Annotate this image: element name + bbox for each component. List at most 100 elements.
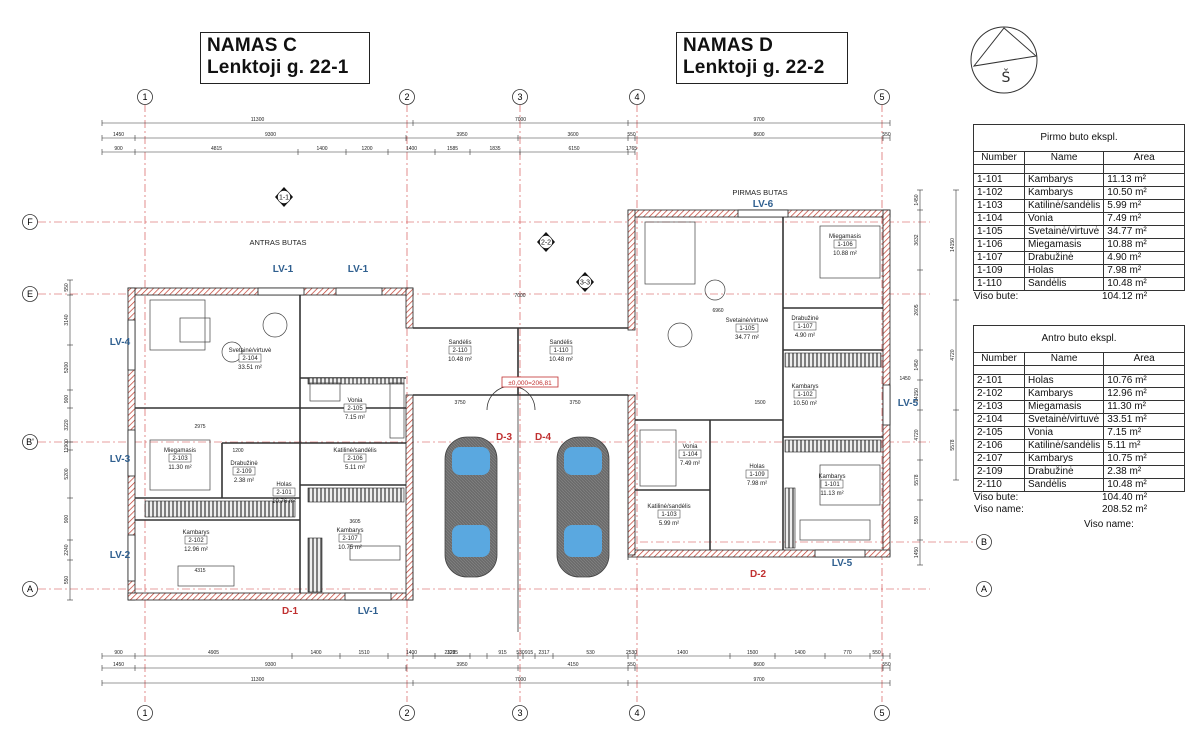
dim-right-label: 2605 [914, 304, 920, 315]
table1-header-name: Name [1023, 151, 1105, 165]
dim-top-detail-label: 1585 [447, 146, 458, 152]
table1-cell-number: 1-107 [973, 251, 1025, 265]
room-name: Svetainė/virtuvė [229, 348, 272, 354]
level-mark: ±0,000=206,81 [508, 380, 552, 387]
table2-header-name: Name [1023, 352, 1105, 366]
dim-bottom-detail-c-label: 1400 [310, 650, 321, 656]
dim-bottom-mid-label: 9300 [265, 662, 276, 668]
dim-bottom-detail-d-label: 915 [498, 650, 507, 656]
first-flat-table: Pirmo buto ekspl. Number Name Area 1-101… [973, 124, 1185, 303]
dim-inner-label: 2975 [194, 424, 205, 430]
dim-right-label: 3632 [914, 234, 920, 245]
second-flat-table: Antro buto ekspl. Number Name Area 2-101… [973, 325, 1185, 516]
dim-inner-label: 7000 [514, 293, 525, 299]
room-name: Drabužinė [791, 316, 819, 322]
window-label-lv-5: LV-5 [898, 398, 919, 409]
grid-bubble-row-F: F [22, 214, 38, 230]
dim-bottom-mid-label: 550 [627, 662, 636, 668]
table2-grand-value: 208.52 m² [1102, 504, 1148, 515]
room-name: Kambarys [336, 528, 363, 534]
dim-inner-label: 3750 [569, 400, 580, 406]
dim-bottom-total-label: 9700 [753, 677, 764, 683]
house-d-address: Lenktoji g. 22-2 [683, 57, 825, 78]
room-code: 1-103 [661, 512, 677, 518]
dim-inner-label: 4315 [194, 568, 205, 574]
table1-caption: Pirmo buto ekspl. [973, 124, 1185, 152]
dim-top-detail-label: 1765 [626, 146, 637, 152]
grid-bubble-col-3-bottom: 3 [512, 705, 528, 721]
section-markers: 1-12-23-3 [275, 187, 594, 292]
room-area: 10.48 m² [549, 357, 573, 363]
table1-cell-area: 10.48 m² [1103, 277, 1185, 291]
grid-bubble-col-5-top: 5 [874, 89, 890, 105]
room-code: 2-105 [347, 406, 363, 412]
dim-bottom-detail-d-label: 550 [872, 650, 881, 656]
dim-bottom-detail-c-label: 1510 [358, 650, 369, 656]
pirmas-butas-label: PIRMAS BUTAS [732, 188, 787, 197]
dim-left-label: 3140 [64, 314, 70, 325]
grid-bubble-text: 2 [404, 92, 409, 102]
dim-right-label: 550 [914, 516, 920, 525]
room-code: 2-104 [242, 356, 258, 362]
dim-right-label: 4720 [914, 429, 920, 440]
room-code: 2-106 [347, 456, 363, 462]
grid-bubble-text: 5 [879, 708, 884, 718]
dim-top-detail-label: 1400 [406, 146, 417, 152]
dim-bottom-mid-label: 1450 [113, 662, 124, 668]
dim-bottom-mid-label: 3950 [456, 662, 467, 668]
grid-bubble-col-1-bottom: 1 [137, 705, 153, 721]
table2-cell-number: 2-103 [973, 400, 1025, 414]
north-compass-icon: Š [970, 26, 1038, 94]
door-label-d-4: D-4 [535, 432, 552, 443]
svg-text:2-2: 2-2 [541, 240, 551, 247]
antras-butas-label: ANTRAS BUTAS [250, 238, 307, 247]
table1-cell-number: 1-102 [973, 186, 1025, 200]
dim-left-label: 5200 [64, 468, 70, 479]
dim-top-detail-label: 4815 [211, 146, 222, 152]
table1-cell-area: 5.99 m² [1103, 199, 1185, 213]
table1-header-area: Area [1103, 151, 1185, 165]
table2-grand-label: Viso name: [974, 504, 1024, 515]
table1-cell-name: Svetainė/virtuvė [1023, 225, 1105, 239]
dim-top-detail-label: 900 [114, 146, 123, 152]
dim-left-label: 550 [64, 576, 70, 585]
grid-bubble-col-5-bottom: 5 [874, 705, 890, 721]
room-name: Sandėlis [549, 340, 572, 346]
section-marker-1-1: 1-1 [275, 187, 293, 207]
grid-bubble-col-2-top: 2 [399, 89, 415, 105]
door-label-d-2: D-2 [750, 569, 767, 580]
car-right [556, 436, 610, 578]
dim-inner-label: 1200 [232, 448, 243, 454]
room-code: 2-103 [172, 456, 188, 462]
dim-top-mid-label: 550 [882, 132, 891, 138]
dim-top-mid-label: 550 [627, 132, 636, 138]
furniture [149, 221, 881, 587]
dim-right-outer-label: 5578 [950, 439, 956, 450]
dim-left-label: 550 [64, 283, 70, 292]
dim-top-mid-label: 9300 [265, 132, 276, 138]
window-label-lv-6: LV-6 [753, 199, 774, 210]
room-area: 10.76 m² [272, 499, 296, 505]
dimension-lines [67, 120, 959, 686]
dim-top-detail-label: 1400 [316, 146, 327, 152]
north-mark: Š [1002, 68, 1011, 86]
table1-total-value: 104.12 m² [1102, 291, 1148, 302]
table1-cell-name: Drabužinė [1023, 251, 1105, 265]
table2-cell-number: 2-106 [973, 439, 1025, 453]
room-code: 1-109 [749, 472, 765, 478]
house-d-name: NAMAS D [683, 35, 774, 56]
table2-cell-area: 12.96 m² [1103, 387, 1185, 401]
section-marker-2-2: 2-2 [537, 232, 555, 252]
